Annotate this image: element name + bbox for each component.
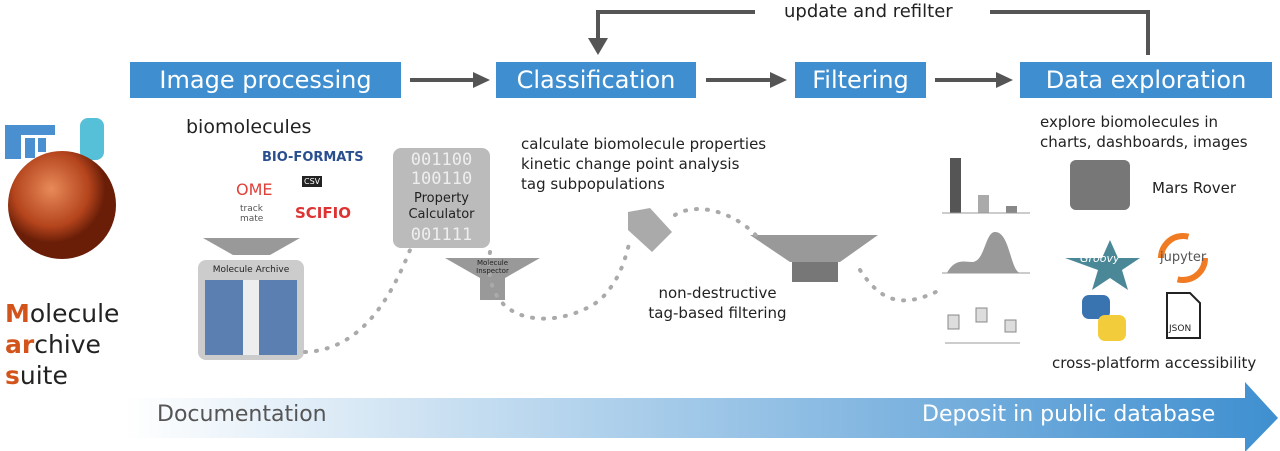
groovy-star bbox=[1065, 240, 1140, 290]
dotted-path bbox=[303, 207, 942, 354]
archive-funnel bbox=[203, 238, 300, 255]
trackmate-logo: track mate bbox=[240, 204, 264, 224]
feedback-arrow bbox=[596, 10, 1150, 55]
rover-icon bbox=[1070, 160, 1130, 210]
stage-filtering: Filtering bbox=[795, 62, 926, 98]
python-logo-top bbox=[1082, 295, 1110, 319]
deposit-label: Deposit in public database bbox=[922, 402, 1216, 427]
jupyter-ring bbox=[1158, 233, 1208, 283]
stage-data-exploration: Data exploration bbox=[1020, 62, 1272, 98]
flow-arrowheads bbox=[473, 72, 1013, 88]
stage-classification: Classification bbox=[496, 62, 696, 98]
ome-logo: OME bbox=[236, 180, 273, 199]
csv-icon: CSV bbox=[302, 176, 323, 187]
mars-rover-label: Mars Rover bbox=[1152, 179, 1237, 197]
python-logo-bottom bbox=[1098, 315, 1126, 341]
loop-label: update and refilter bbox=[778, 2, 959, 22]
feedback-arrowhead bbox=[588, 38, 608, 55]
biomolecules-heading: biomolecules bbox=[186, 116, 312, 138]
binary-row-1: 001100 bbox=[410, 150, 473, 170]
imagej2-logo bbox=[80, 118, 104, 160]
scifio-logo: SCIFIO bbox=[295, 204, 351, 222]
fiji-logo bbox=[5, 125, 55, 159]
mars-sphere bbox=[8, 151, 116, 259]
json-label: JSON bbox=[1169, 324, 1192, 334]
jupyter-logo: jupyter bbox=[1160, 250, 1207, 265]
groovy-logo: Groovy bbox=[1080, 252, 1120, 265]
suite-name: Molecule archive suite bbox=[5, 299, 120, 390]
filter-funnel bbox=[750, 235, 878, 262]
inspector-funnel bbox=[445, 258, 540, 278]
documentation-label: Documentation bbox=[157, 402, 327, 427]
binary-row-3: 001111 bbox=[410, 225, 473, 245]
mini-charts bbox=[942, 158, 1030, 344]
json-file-icon bbox=[1166, 292, 1201, 339]
bioformats-logo: BIO-FORMATS bbox=[262, 150, 364, 165]
property-calculator-box bbox=[393, 148, 490, 248]
tag-icon bbox=[628, 208, 672, 252]
bottom-gradient-arrow bbox=[125, 382, 1278, 451]
binary-row-2: 100110 bbox=[410, 169, 473, 189]
accessibility-label: cross-platform accessibility bbox=[1052, 354, 1257, 372]
stage-image-processing: Image processing bbox=[130, 62, 401, 98]
archive-label: Molecule Archive bbox=[212, 265, 290, 275]
